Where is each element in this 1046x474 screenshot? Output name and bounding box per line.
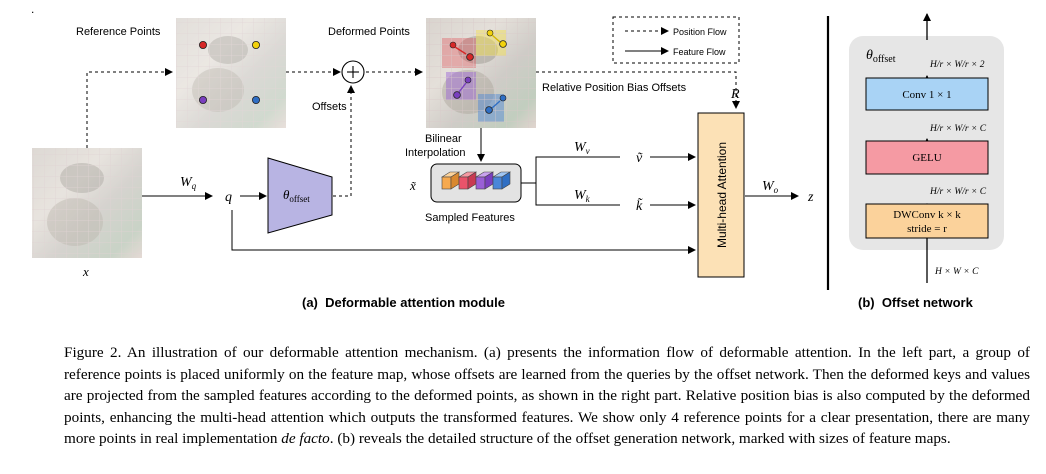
figure-number: Figure 2. [64, 344, 122, 361]
deformed-points-label: Deformed Points [328, 26, 410, 38]
deformed-point-red [466, 53, 474, 61]
wq-label: Wq [180, 175, 197, 191]
panel-a-caption: (a) Deformable attention module [302, 295, 505, 310]
reference-point-yellow [251, 41, 260, 50]
dwconv-label-line2: stride = r [907, 223, 947, 235]
deformed-point-yellow [499, 40, 507, 48]
q-label: q [225, 190, 232, 205]
dwconv-block [865, 203, 989, 239]
input-feature-map-image [32, 148, 142, 258]
conv-label: Conv 1 × 1 [902, 89, 951, 101]
size-mid2-label: H/r × W/r × C [929, 187, 987, 197]
legend-feature-flow: Feature Flow [673, 47, 726, 57]
v-tilde-label: ṽ [636, 151, 643, 166]
size-mid1-label: H/r × W/r × C [929, 124, 987, 134]
caption-italic: de facto [281, 430, 330, 448]
legend-position-flow: Position Flow [673, 27, 727, 37]
reference-points-label: Reference Points [76, 26, 161, 38]
caption-text-1: An illustration of our deformable attent… [64, 344, 1030, 448]
x-label: x [82, 264, 89, 279]
caption-text-2: . (b) reveals the detailed structure of … [329, 430, 951, 448]
deformed-point-purple [453, 91, 461, 99]
gelu-label: GELU [912, 152, 941, 164]
reference-point-purple [198, 96, 207, 105]
add-operator [341, 60, 365, 84]
feature-flow-arrows [142, 153, 799, 254]
position-flow-arrows [86, 68, 740, 197]
k-tilde-label: k̃ [636, 197, 643, 214]
reference-points-image [176, 18, 286, 128]
offset-network-panel [849, 13, 1004, 283]
bilinear-label-line1: Bilinear [425, 133, 462, 145]
stray-dot: . [31, 2, 35, 16]
deformed-points-image [426, 18, 536, 128]
gelu-block [865, 140, 989, 175]
conv-1x1-block [865, 77, 989, 111]
offset-network-title: θoffset [866, 48, 896, 65]
r-label: R [730, 87, 740, 102]
size-bottom-label: H × W × C [934, 267, 979, 277]
deformed-point-blue [485, 106, 493, 114]
dwconv-label-line1: DWConv k × k [893, 209, 961, 221]
reference-point-blue [251, 96, 260, 105]
relative-position-bias-label: Relative Position Bias Offsets [542, 82, 687, 94]
wo-label: Wo [762, 179, 779, 195]
sampled-features-label: Sampled Features [425, 212, 515, 224]
wv-label: Wv [574, 140, 590, 156]
offsets-label: Offsets [312, 101, 347, 113]
wk-label: Wk [574, 188, 591, 204]
reference-point-red [198, 41, 207, 50]
offset-network-label: θoffset [283, 187, 310, 204]
flow-legend [612, 16, 740, 64]
bilinear-label-line2: Interpolation [405, 147, 466, 159]
sampled-features-block [430, 163, 522, 203]
multi-head-attention-label: Multi-head Attention [715, 142, 729, 248]
multi-head-attention-block [697, 112, 745, 278]
panel-b-caption: (b) Offset network [858, 295, 974, 310]
z-label: z [807, 190, 814, 205]
figure-caption: Figure 2. An illustration of our deforma… [64, 342, 1030, 450]
x-tilde-label: x̃ [409, 178, 417, 193]
size-top-label: H/r × W/r × 2 [929, 60, 985, 70]
offset-network-block [267, 157, 333, 234]
